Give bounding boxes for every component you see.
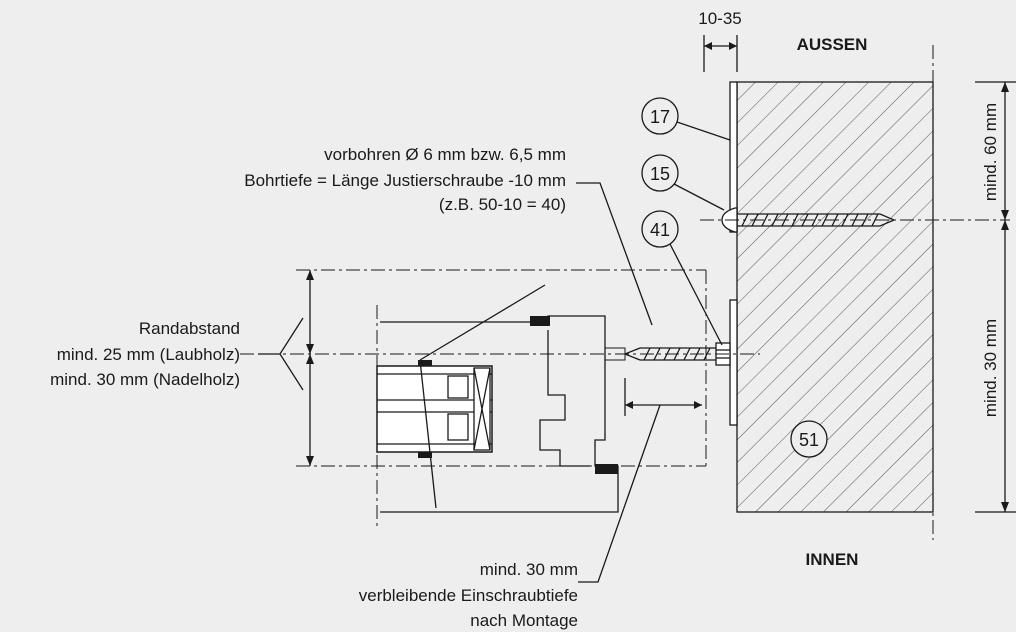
gap-range-label: 10-35 bbox=[698, 9, 741, 28]
right-dimensions bbox=[975, 81, 1016, 513]
bottom-right-dimension: mind. 30 mm bbox=[981, 319, 1000, 417]
drill-leader bbox=[576, 182, 653, 326]
callout-15 bbox=[641, 154, 725, 211]
edge-note-line2: mind. 25 mm (Laubholz) bbox=[57, 345, 240, 364]
callout-41 bbox=[641, 210, 723, 346]
profile-leader bbox=[419, 359, 437, 509]
depth-dimension bbox=[578, 378, 702, 583]
drill-note-line1: vorbohren Ø 6 mm bzw. 6,5 mm bbox=[324, 145, 566, 164]
profile-leader-2 bbox=[419, 284, 546, 361]
callout-41-label: 41 bbox=[650, 220, 670, 240]
drill-note-line3: (z.B. 50-10 = 40) bbox=[439, 195, 566, 214]
drill-note-line2: Bohrtiefe = Länge Justierschraube -10 mm bbox=[244, 171, 566, 190]
depth-note-line1: mind. 30 mm bbox=[480, 560, 578, 579]
frame-profile bbox=[240, 269, 760, 530]
callout-15-label: 15 bbox=[650, 164, 670, 184]
callout-51 bbox=[790, 420, 828, 458]
callout-17 bbox=[641, 97, 731, 141]
callout-51-label: 51 bbox=[799, 430, 819, 450]
inside-label: INNEN bbox=[806, 550, 859, 569]
edge-note-line1: Randabstand bbox=[139, 319, 240, 338]
depth-note-line3: nach Montage bbox=[470, 611, 578, 630]
depth-note-line2: verbleibende Einschraubtiefe bbox=[359, 586, 578, 605]
edge-note-line3: mind. 30 mm (Nadelholz) bbox=[50, 370, 240, 389]
top-right-dimension: mind. 60 mm bbox=[981, 103, 1000, 201]
wall-section bbox=[736, 45, 934, 540]
edge-distance-dimension bbox=[258, 270, 314, 466]
callout-17-label: 17 bbox=[650, 107, 670, 127]
mounting-plate bbox=[729, 81, 738, 426]
gap-dimension bbox=[703, 35, 738, 72]
wall-screw bbox=[700, 207, 1010, 233]
outside-label: AUSSEN bbox=[797, 35, 868, 54]
